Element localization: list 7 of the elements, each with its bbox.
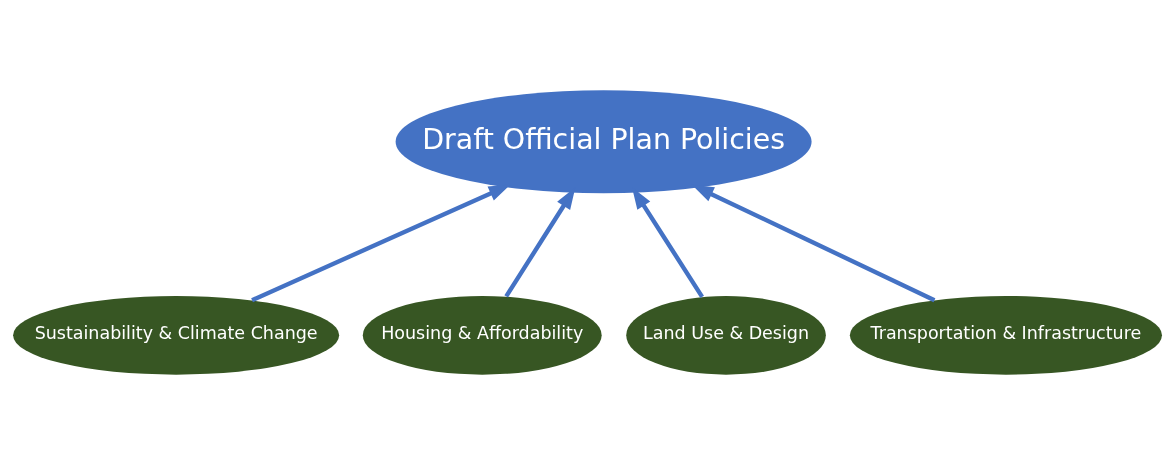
node-ellipse: Land Use & Design <box>626 295 826 375</box>
node-ellipse: Housing & Affordability <box>362 295 602 375</box>
arrow <box>691 184 936 303</box>
node-ellipse: Transportation & Infrastructure <box>849 295 1162 375</box>
node-ellipse: Draft Official Plan Policies <box>395 90 812 194</box>
arrow <box>251 184 511 303</box>
node-ellipse: Sustainability & Climate Change <box>13 295 340 375</box>
